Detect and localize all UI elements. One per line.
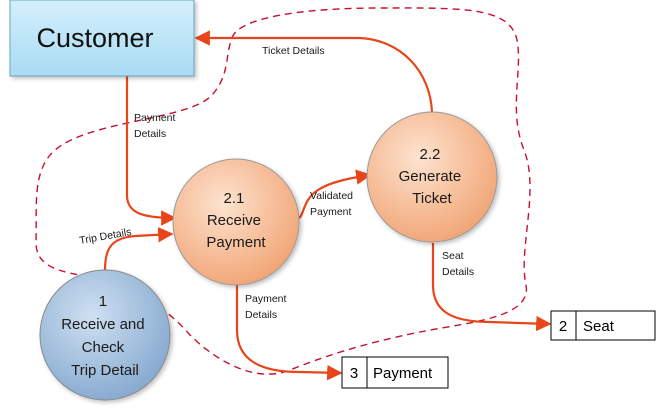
process-2-2: 2.2 Generate Ticket — [366, 111, 498, 243]
system-boundary — [35, 7, 531, 375]
store-payment-id: 3 — [350, 365, 358, 382]
flow-label-validated-payment-line-2: Payment — [310, 206, 352, 218]
flow-ticket-details — [194, 30, 434, 113]
process-2-1-line-3: Payment — [206, 234, 266, 251]
flow-trip-details — [103, 227, 174, 271]
flow-label-validated-payment-line-1: Validated — [310, 190, 353, 202]
entity-customer-label: Customer — [36, 23, 153, 53]
flow-label-seat-details-line-1: Seat — [442, 250, 464, 262]
store-seat-id: 2 — [559, 318, 567, 335]
flow-label-payment-details-in-line-2: Details — [134, 128, 166, 140]
flow-payment-details-in — [125, 74, 177, 226]
entity-customer: Customer — [9, 0, 195, 77]
process-2-1-label: 2.1 Receive Payment — [206, 190, 266, 251]
flow-label-ticket-details: Ticket Details — [262, 45, 325, 57]
flow-label-payment-details-out-line-1: Payment — [245, 293, 287, 305]
flow-label-payment-details-out: Payment Details — [245, 293, 289, 321]
flow-label-seat-details: Seat Details — [442, 250, 474, 278]
flow-seat-details — [431, 243, 552, 332]
flow-label-payment-details-out-line-2: Details — [245, 309, 277, 321]
flow-label-payment-details-in: Payment Details — [134, 112, 178, 140]
flow-label-trip-details: Trip Details — [78, 226, 132, 247]
flow-validated-payment — [297, 169, 372, 220]
store-seat-label: Seat — [583, 318, 615, 335]
process-1-line-4: Trip Detail — [71, 362, 139, 379]
process-2-1-line-2: Receive — [207, 212, 261, 229]
flow-label-ticket-details-line-1: Ticket Details — [262, 45, 325, 57]
process-2-2-line-3: Ticket — [412, 190, 452, 207]
process-1: 1 Receive and Check Trip Detail — [39, 269, 171, 401]
store-payment-label: Payment — [373, 365, 433, 382]
flow-label-validated-payment: Validated Payment — [310, 190, 356, 218]
process-1-line-2: Receive and — [61, 316, 144, 333]
process-2-1-number: 2.1 — [223, 190, 244, 207]
flow-payment-details-out — [235, 280, 343, 381]
store-seat: 2 Seat — [550, 310, 656, 341]
flow-label-payment-details-in-line-1: Payment — [134, 112, 176, 124]
process-2-2-line-2: Generate — [399, 168, 462, 185]
process-2-2-number: 2.2 — [419, 146, 440, 163]
process-1-label: 1 Receive and Check Trip Detail — [61, 293, 149, 379]
process-1-number: 1 — [99, 293, 107, 310]
flow-label-seat-details-line-2: Details — [442, 266, 474, 278]
store-payment: 3 Payment — [341, 356, 449, 389]
process-2-2-label: 2.2 Generate Ticket — [399, 146, 466, 207]
flow-label-trip-details-line-1: Trip Details — [78, 226, 132, 247]
process-1-line-3: Check — [82, 339, 125, 356]
process-2-1: 2.1 Receive Payment — [172, 158, 300, 286]
